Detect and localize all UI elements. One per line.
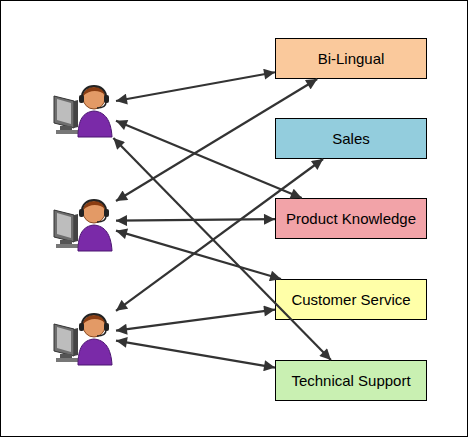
box-label: Sales: [332, 130, 370, 148]
double-arrow: [116, 79, 317, 201]
box-label: Product Knowledge: [286, 210, 416, 228]
double-arrow: [116, 121, 302, 198]
agent-figure: [50, 304, 116, 366]
skill-box: Product Knowledge: [275, 198, 427, 239]
skill-box: Technical Support: [275, 360, 427, 401]
box-label: Bi-Lingual: [318, 50, 385, 68]
double-arrow: [116, 159, 323, 311]
box-label: Customer Service: [291, 291, 410, 309]
agent-figure: [50, 190, 116, 252]
double-arrow: [116, 341, 275, 368]
double-arrow: [116, 231, 281, 279]
agent-illustration: [50, 76, 116, 138]
agent-illustration: [50, 304, 116, 366]
skill-box: Bi-Lingual: [275, 38, 427, 79]
double-arrow: [113, 138, 331, 360]
box-label: Technical Support: [291, 372, 410, 390]
skill-box: Sales: [275, 118, 427, 159]
agent-illustration: [50, 190, 116, 252]
double-arrow: [116, 72, 275, 101]
agent-figure: [50, 76, 116, 138]
skill-box: Customer Service: [275, 279, 427, 320]
double-arrow: [116, 219, 275, 220]
double-arrow: [116, 310, 275, 331]
